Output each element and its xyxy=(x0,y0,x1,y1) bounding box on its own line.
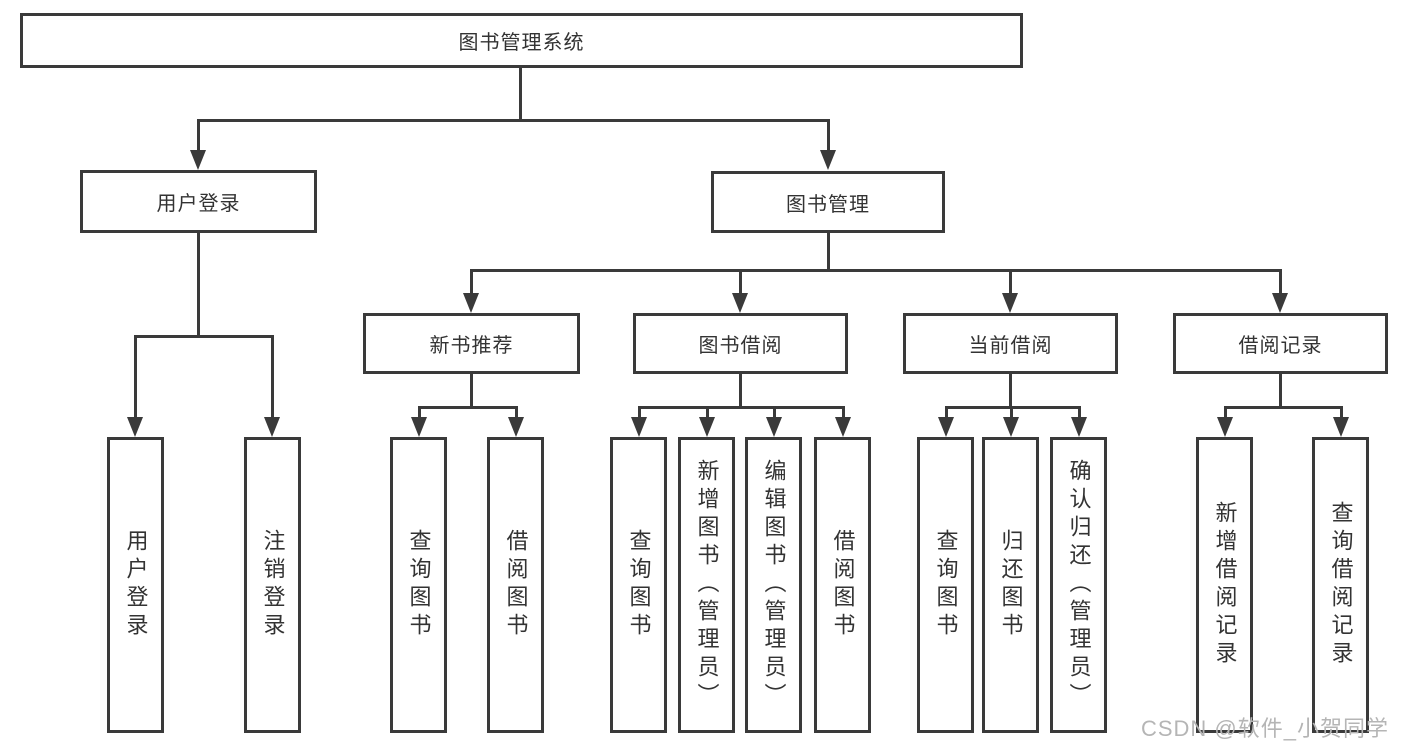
node-label: 确认归还（管理员） xyxy=(1066,459,1092,711)
node-label: 借阅图书 xyxy=(830,529,856,641)
line xyxy=(1010,406,1013,419)
line xyxy=(515,406,518,419)
node-label: 用户登录 xyxy=(123,529,149,641)
line xyxy=(271,335,274,419)
arrowhead-icon xyxy=(766,417,782,437)
leaf-add-borrow-record: 新增借阅记录 xyxy=(1196,437,1253,733)
leaf-confirm-return-admin: 确认归还（管理员） xyxy=(1050,437,1107,733)
node-current-borrow: 当前借阅 xyxy=(903,313,1118,374)
arrowhead-icon xyxy=(1333,417,1349,437)
line xyxy=(1224,406,1227,419)
arrowhead-icon xyxy=(1272,293,1288,313)
line xyxy=(418,406,518,409)
arrowhead-icon xyxy=(127,417,143,437)
leaf-borrow-books: 借阅图书 xyxy=(814,437,871,733)
leaf-query-books-borrow: 查询图书 xyxy=(610,437,667,733)
arrowhead-icon xyxy=(631,417,647,437)
node-label: 新书推荐 xyxy=(429,335,514,357)
node-label: 图书管理系统 xyxy=(458,32,585,54)
node-book-management: 图书管理 xyxy=(711,171,945,233)
line xyxy=(827,119,830,152)
arrowhead-icon xyxy=(508,417,524,437)
leaf-query-borrow-record: 查询借阅记录 xyxy=(1312,437,1369,733)
arrowhead-icon xyxy=(190,150,206,170)
node-user-login: 用户登录 xyxy=(80,170,317,233)
node-label: 借阅记录 xyxy=(1238,335,1323,357)
line xyxy=(519,68,522,122)
line xyxy=(739,269,742,295)
arrowhead-icon xyxy=(938,417,954,437)
node-label: 用户登录 xyxy=(156,193,241,215)
leaf-edit-book-admin: 编辑图书（管理员） xyxy=(745,437,802,733)
leaf-query-books-current: 查询图书 xyxy=(917,437,974,733)
node-label: 查询借阅记录 xyxy=(1328,501,1354,669)
leaf-logout: 注销登录 xyxy=(244,437,301,733)
node-label: 当前借阅 xyxy=(968,335,1053,357)
line xyxy=(638,406,844,409)
line xyxy=(1009,269,1012,295)
leaf-user-login: 用户登录 xyxy=(107,437,164,733)
line xyxy=(706,406,709,419)
line xyxy=(1009,374,1012,409)
arrowhead-icon xyxy=(264,417,280,437)
arrowhead-icon xyxy=(1071,417,1087,437)
node-label: 图书借阅 xyxy=(698,335,783,357)
line xyxy=(773,406,776,419)
node-label: 借阅图书 xyxy=(503,529,529,641)
line xyxy=(739,374,742,409)
leaf-add-book-admin: 新增图书（管理员） xyxy=(678,437,735,733)
line xyxy=(1224,406,1342,409)
node-label: 查询图书 xyxy=(406,529,432,641)
node-label: 编辑图书（管理员） xyxy=(761,459,787,711)
arrowhead-icon xyxy=(411,417,427,437)
node-borrow-records: 借阅记录 xyxy=(1173,313,1388,374)
leaf-borrow-books-recommend: 借阅图书 xyxy=(487,437,544,733)
arrowhead-icon xyxy=(820,150,836,170)
line xyxy=(197,119,200,152)
line xyxy=(827,233,830,272)
node-book-borrow: 图书借阅 xyxy=(633,313,848,374)
line xyxy=(197,233,200,338)
node-label: 图书管理 xyxy=(786,193,870,216)
line xyxy=(1279,269,1282,295)
node-label: 新增图书（管理员） xyxy=(694,459,720,711)
arrowhead-icon xyxy=(1217,417,1233,437)
arrowhead-icon xyxy=(1003,417,1019,437)
line xyxy=(638,406,641,419)
line xyxy=(134,335,137,419)
line xyxy=(470,269,1282,272)
line xyxy=(842,406,845,419)
line xyxy=(134,335,274,338)
node-library-system: 图书管理系统 xyxy=(20,13,1023,68)
line xyxy=(470,269,473,295)
node-label: 新增借阅记录 xyxy=(1212,501,1238,669)
node-label: 归还图书 xyxy=(998,529,1024,641)
line xyxy=(1279,374,1282,409)
arrowhead-icon xyxy=(835,417,851,437)
line xyxy=(945,406,948,419)
node-new-book-recommend: 新书推荐 xyxy=(363,313,580,374)
leaf-query-books-recommend: 查询图书 xyxy=(390,437,447,733)
leaf-return-books: 归还图书 xyxy=(982,437,1039,733)
line xyxy=(1078,406,1081,419)
line xyxy=(1340,406,1343,419)
line xyxy=(197,119,830,122)
line xyxy=(470,374,473,409)
node-label: 查询图书 xyxy=(626,529,652,641)
arrowhead-icon xyxy=(699,417,715,437)
arrowhead-icon xyxy=(732,293,748,313)
node-label: 注销登录 xyxy=(260,529,286,641)
line xyxy=(418,406,421,419)
arrowhead-icon xyxy=(463,293,479,313)
node-label: 查询图书 xyxy=(933,529,959,641)
arrowhead-icon xyxy=(1002,293,1018,313)
